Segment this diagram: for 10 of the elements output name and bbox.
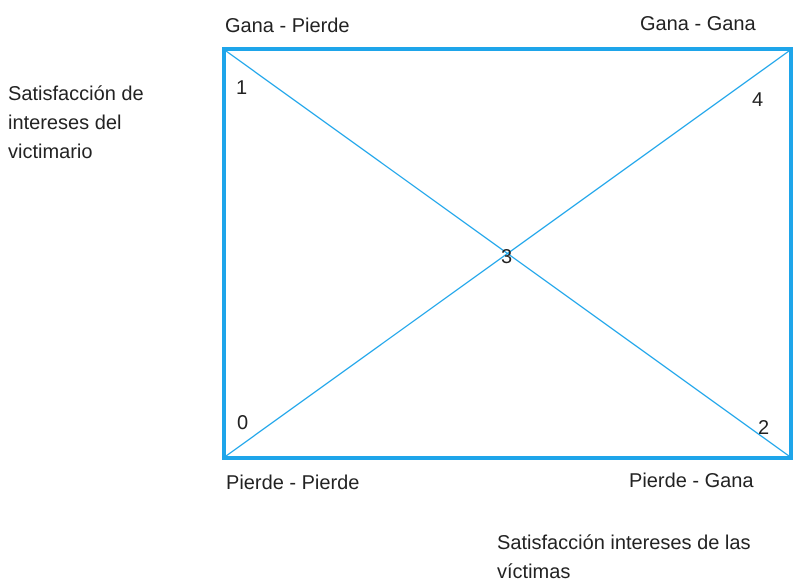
corner-label: Gana - Pierde: [225, 14, 350, 39]
quadrant-number: 1: [236, 76, 248, 101]
quadrant-number: 4: [752, 88, 764, 113]
corner-label: Pierde - Gana: [629, 469, 754, 494]
corner-label: Gana - Gana: [640, 12, 756, 37]
corner-label: Pierde - Pierde: [226, 471, 360, 496]
quadrant-number: 0: [237, 411, 248, 436]
quadrant-number: 2: [758, 416, 770, 441]
axis-title: Satisfacción intereses de las víctimas: [497, 531, 752, 585]
axis-title: Satisfacción de intereses del victimario: [8, 82, 145, 165]
